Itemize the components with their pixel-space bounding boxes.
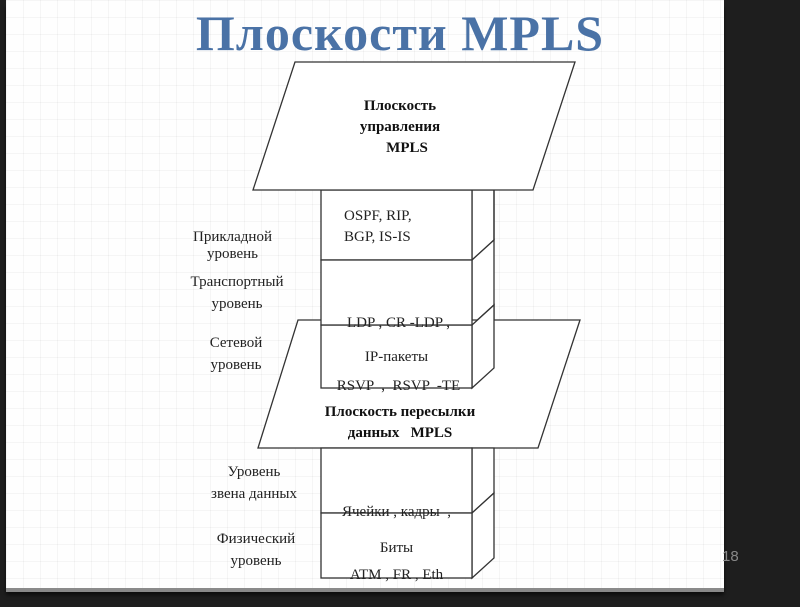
box-bits: Биты (321, 538, 472, 559)
box-ip-line1: IP-пакеты (364, 349, 429, 365)
box-label-line1: LDP , CR -LDP , (346, 315, 451, 331)
box-frames-line2: ATM , FR , Eth (349, 567, 444, 583)
box-frames: Ячейки , кадры , ATM , FR , Eth (321, 460, 472, 607)
layer-data-link-line2: звена данных (211, 486, 297, 502)
layer-network-line1: Сетевой (209, 335, 263, 351)
layer-network-line2: уровень (210, 357, 262, 373)
box-label-line2: RSVP , RSVP -TE (336, 378, 461, 394)
box-frames-line1: Ячейки , кадры , (342, 504, 451, 520)
forwarding-plane-label: Плоскость пересылки данных MPLS (290, 402, 510, 444)
layer-application-line2: уровень (206, 246, 259, 262)
forwarding-plane-line1: Плоскость пересылки (324, 404, 476, 420)
control-plane-shape (252, 61, 576, 191)
layer-data-link: Уровень звена данных (198, 462, 310, 504)
slide-title: Плоскости MPLS (195, 5, 605, 61)
layer-physical-line1: Физический (216, 531, 296, 547)
box-label-protocols: LDP , CR -LDP , RSVP , RSVP -TE (331, 271, 466, 418)
box-front-ldp (320, 259, 473, 326)
control-plane-line3: MPLS (386, 140, 428, 156)
box-front-atm (320, 447, 473, 514)
box-routing-line1: OSPF, RIP, (344, 208, 412, 224)
control-plane-label: Плоскость управления MPLS (320, 96, 480, 159)
control-plane-line2: управления (359, 119, 441, 135)
box-routing-protocols: OSPF, RIP, BGP, IS-IS (344, 206, 412, 248)
layer-data-link-line1: Уровень (227, 464, 281, 480)
box-ip-packets: IP-пакеты (321, 347, 472, 368)
layer-transport: Транспортный уровень (172, 272, 302, 314)
box-bits-line1: Биты (379, 540, 414, 556)
layer-application: Прикладной уровень (170, 227, 295, 264)
layer-transport-line1: Транспортный (190, 274, 284, 290)
layer-physical: Физический уровень (200, 529, 312, 571)
layer-transport-line2: уровень (211, 296, 263, 312)
box-front-bits (320, 512, 473, 579)
page-number: 18 (722, 548, 739, 565)
layer-network: Сетевой уровень (176, 333, 296, 375)
layer-physical-line2: уровень (230, 553, 282, 569)
forwarding-plane-line2: данных MPLS (347, 425, 453, 441)
control-plane-line1: Плоскость (363, 98, 437, 114)
box-routing-line2: BGP, IS-IS (344, 229, 411, 245)
layer-application-line1: Прикладной (193, 229, 272, 245)
